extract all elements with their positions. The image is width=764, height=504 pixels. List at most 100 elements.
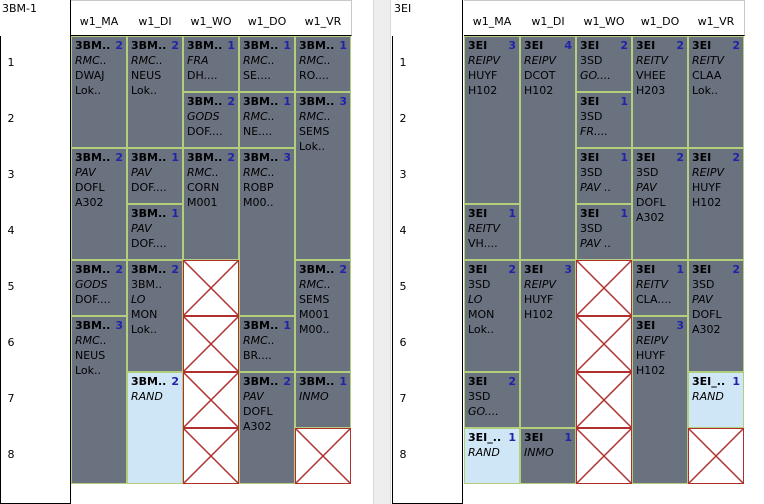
lesson-detail: MON [131, 308, 158, 321]
lesson-detail: RMC.. [299, 110, 331, 123]
lesson-count: 2 [115, 39, 123, 52]
lesson-class-code: 3BM.. [243, 95, 279, 108]
lesson-detail: RMC.. [187, 166, 219, 179]
right-day-w1_do[interactable]: w1_DO [640, 15, 680, 28]
lesson-detail: 3SD [692, 278, 715, 291]
lesson-detail: NEUS [75, 349, 106, 362]
lesson-detail: M001 [299, 308, 330, 321]
lesson-class-code: 3BM.. [75, 319, 111, 332]
lesson-class-code: 3EI [524, 431, 544, 444]
blocked-slot-icon [576, 260, 632, 316]
lesson-detail: HUYF [468, 69, 498, 82]
lesson-class-code: 3BM.. [299, 95, 335, 108]
lesson-header: 3BM..2 [187, 94, 236, 109]
left-day-w1_di[interactable]: w1_DI [138, 15, 172, 28]
lesson-detail: H102 [636, 364, 666, 377]
lesson-header: 3EI_..1 [468, 430, 517, 445]
lesson-count: 1 [227, 39, 235, 52]
lesson-class-code: 3BM.. [75, 151, 111, 164]
left-day-w1_vr[interactable]: w1_VR [304, 15, 342, 28]
lesson-detail: CLAA [692, 69, 722, 82]
lesson-detail: NEUS [131, 69, 162, 82]
lesson-detail: A302 [692, 323, 721, 336]
split-divider[interactable] [373, 0, 391, 504]
right-day-w1_ma[interactable]: w1_MA [472, 15, 512, 28]
right-day-w1_di[interactable]: w1_DI [531, 15, 565, 28]
lesson-count: 1 [339, 39, 347, 52]
lesson-detail: DOF.... [75, 293, 111, 306]
lesson-count: 2 [508, 263, 516, 276]
lesson-detail: PAV [243, 390, 264, 403]
lesson-detail: 3SD [580, 222, 603, 235]
lesson-detail: RMC.. [299, 54, 331, 67]
lesson-detail: RMC.. [243, 54, 275, 67]
right-day-w1_wo[interactable]: w1_WO [583, 15, 625, 28]
lesson-detail: Lok.. [468, 323, 495, 336]
lesson-class-code: 3BM.. [243, 151, 279, 164]
lesson-header: 3BM..2 [131, 374, 180, 389]
lesson-count: 1 [676, 263, 684, 276]
lesson-class-code: 3EI [580, 95, 600, 108]
lesson-detail: PAV .. [580, 181, 612, 194]
lesson-count: 2 [115, 151, 123, 164]
left-day-w1_wo[interactable]: w1_WO [190, 15, 232, 28]
lesson-count: 2 [676, 39, 684, 52]
lesson-detail: CLA.... [636, 293, 672, 306]
right-day-w1_vr[interactable]: w1_VR [697, 15, 735, 28]
lesson-detail: Lok.. [131, 323, 158, 336]
left-day-w1_do[interactable]: w1_DO [247, 15, 287, 28]
lesson-detail: LO [468, 293, 483, 306]
left-day-w1_ma[interactable]: w1_MA [79, 15, 119, 28]
lesson-header: 3BM..3 [75, 318, 124, 333]
lesson-detail: INMO [524, 446, 554, 459]
lesson-header: 3BM..3 [299, 94, 348, 109]
lesson-count: 2 [115, 263, 123, 276]
lesson-detail: MON [468, 308, 495, 321]
left-period-5: 5 [7, 280, 15, 293]
